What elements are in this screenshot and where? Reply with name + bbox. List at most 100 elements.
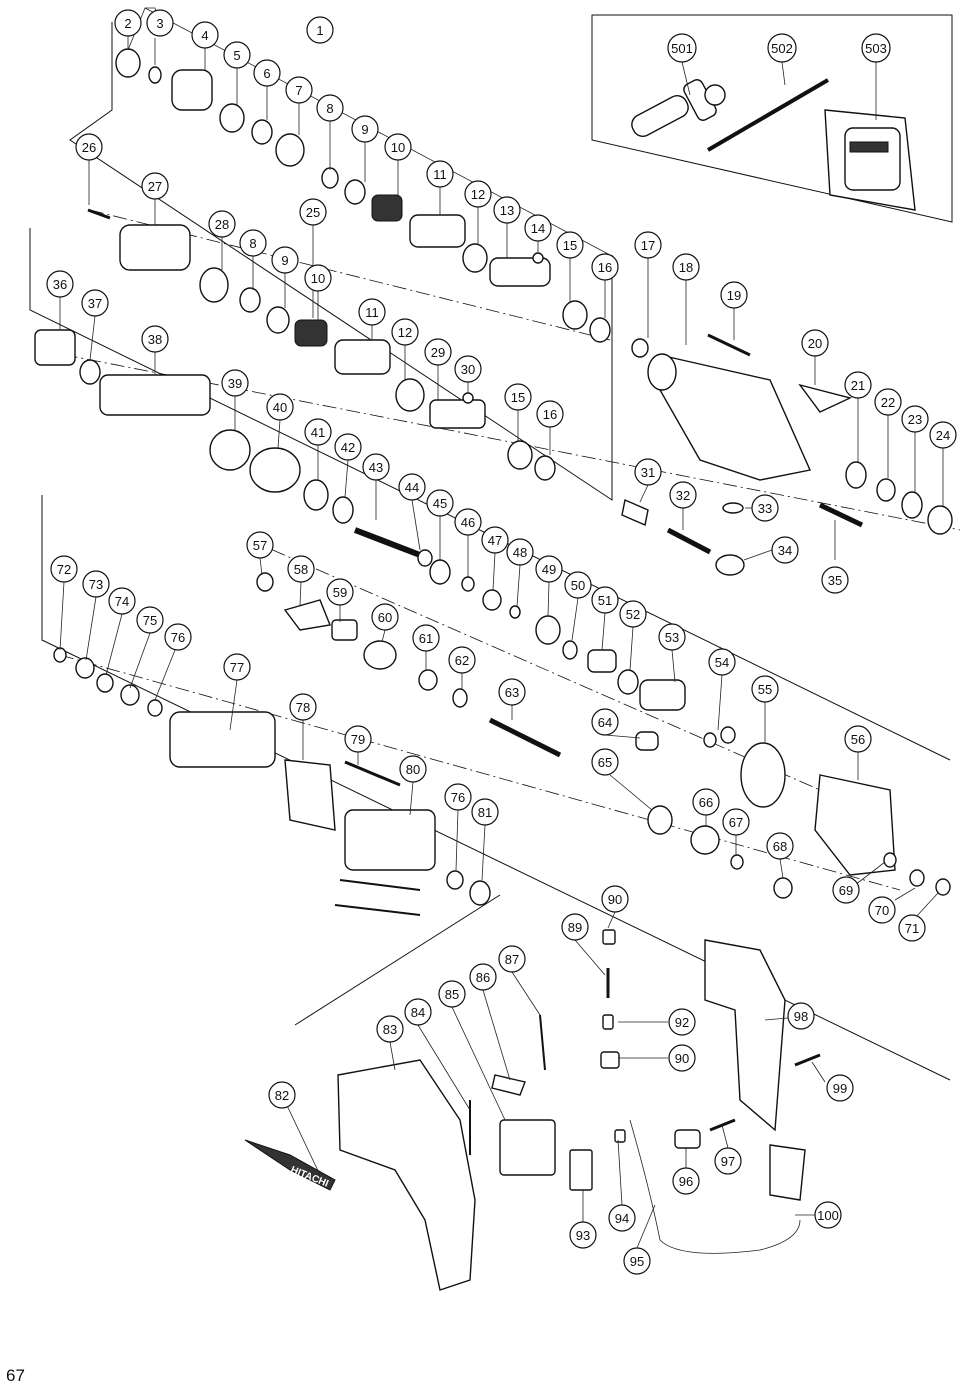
svg-text:9: 9 — [281, 253, 288, 268]
callout-6: 6 — [253, 59, 281, 87]
callout-54: 54 — [708, 648, 736, 676]
callout-94: 94 — [608, 1204, 636, 1232]
svg-text:38: 38 — [148, 332, 162, 347]
svg-text:23: 23 — [908, 412, 922, 427]
svg-text:17: 17 — [641, 238, 655, 253]
callout-76-right: 76 — [444, 783, 472, 811]
svg-text:68: 68 — [773, 839, 787, 854]
svg-text:99: 99 — [833, 1081, 847, 1096]
callout-84: 84 — [404, 998, 432, 1026]
callout-27: 27 — [141, 172, 169, 200]
callout-39: 39 — [221, 369, 249, 397]
svg-text:36: 36 — [53, 277, 67, 292]
callout-16-top: 16 — [591, 253, 619, 281]
callout-15-top: 15 — [556, 231, 584, 259]
callout-1: 1 — [306, 16, 334, 44]
svg-text:70: 70 — [875, 903, 889, 918]
callout-80: 80 — [399, 755, 427, 783]
callout-34: 34 — [771, 536, 799, 564]
svg-text:72: 72 — [57, 562, 71, 577]
callout-24: 24 — [929, 421, 957, 449]
svg-text:66: 66 — [699, 795, 713, 810]
svg-text:1: 1 — [316, 23, 323, 38]
svg-text:8: 8 — [249, 236, 256, 251]
svg-text:25: 25 — [306, 205, 320, 220]
callout-10-top: 10 — [384, 133, 412, 161]
callout-41: 41 — [304, 418, 332, 446]
callout-36: 36 — [46, 270, 74, 298]
svg-text:82: 82 — [275, 1088, 289, 1103]
svg-text:28: 28 — [215, 217, 229, 232]
svg-text:76: 76 — [451, 790, 465, 805]
svg-text:62: 62 — [455, 653, 469, 668]
depth-gauge — [706, 78, 830, 152]
callout-82: 82 — [268, 1081, 296, 1109]
motor-section-frame — [41, 495, 951, 1081]
svg-text:6: 6 — [263, 66, 270, 81]
callout-52: 52 — [619, 600, 647, 628]
callout-4: 4 — [191, 21, 219, 49]
svg-text:47: 47 — [488, 533, 502, 548]
callout-501: 501 — [667, 33, 697, 63]
svg-text:10: 10 — [391, 140, 405, 155]
callout-70: 70 — [868, 896, 896, 924]
callout-69: 69 — [832, 876, 860, 904]
callout-58: 58 — [287, 555, 315, 583]
callout-37: 37 — [81, 289, 109, 317]
callout-13: 13 — [493, 196, 521, 224]
cylinder-section-frame — [29, 228, 951, 761]
callout-35: 35 — [821, 566, 849, 594]
svg-text:20: 20 — [808, 336, 822, 351]
svg-text:63: 63 — [505, 685, 519, 700]
callout-48: 48 — [506, 538, 534, 566]
svg-text:15: 15 — [511, 390, 525, 405]
chuck-row-parts — [115, 48, 649, 358]
svg-text:54: 54 — [715, 655, 729, 670]
callout-8-top: 8 — [316, 94, 344, 122]
svg-text:71: 71 — [905, 921, 919, 936]
svg-text:14: 14 — [531, 221, 545, 236]
callout-31: 31 — [634, 458, 662, 486]
svg-text:19: 19 — [727, 288, 741, 303]
svg-text:77: 77 — [230, 660, 244, 675]
svg-text:98: 98 — [794, 1009, 808, 1024]
callout-71: 71 — [898, 914, 926, 942]
chuck-section-frame — [69, 22, 613, 501]
svg-text:58: 58 — [294, 562, 308, 577]
svg-text:13: 13 — [500, 203, 514, 218]
callout-86: 86 — [469, 963, 497, 991]
svg-text:16: 16 — [543, 407, 557, 422]
callout-42: 42 — [334, 433, 362, 461]
callout-72: 72 — [50, 555, 78, 583]
svg-text:90: 90 — [608, 892, 622, 907]
svg-text:53: 53 — [665, 630, 679, 645]
svg-text:87: 87 — [505, 952, 519, 967]
callout-49: 49 — [535, 555, 563, 583]
svg-text:100: 100 — [817, 1208, 839, 1223]
callout-44: 44 — [398, 473, 426, 501]
callout-51: 51 — [591, 586, 619, 614]
callout-11-mid: 11 — [358, 298, 386, 326]
svg-text:8: 8 — [326, 101, 333, 116]
svg-text:75: 75 — [143, 613, 157, 628]
callout-78: 78 — [289, 693, 317, 721]
callout-22: 22 — [874, 388, 902, 416]
callout-33: 33 — [751, 494, 779, 522]
callout-83: 83 — [376, 1015, 404, 1043]
svg-text:83: 83 — [383, 1022, 397, 1037]
callout-8-mid: 8 — [239, 229, 267, 257]
svg-text:94: 94 — [615, 1211, 629, 1226]
callout-11-top: 11 — [426, 160, 454, 188]
callout-28: 28 — [208, 210, 236, 238]
callout-45: 45 — [426, 489, 454, 517]
svg-text:67: 67 — [729, 815, 743, 830]
svg-text:16: 16 — [598, 260, 612, 275]
svg-text:85: 85 — [445, 987, 459, 1002]
svg-text:64: 64 — [598, 715, 612, 730]
callout-64: 64 — [591, 708, 619, 736]
callout-96: 96 — [672, 1167, 700, 1195]
callout-75: 75 — [136, 606, 164, 634]
callout-25: 25 — [299, 198, 327, 226]
svg-text:18: 18 — [679, 260, 693, 275]
